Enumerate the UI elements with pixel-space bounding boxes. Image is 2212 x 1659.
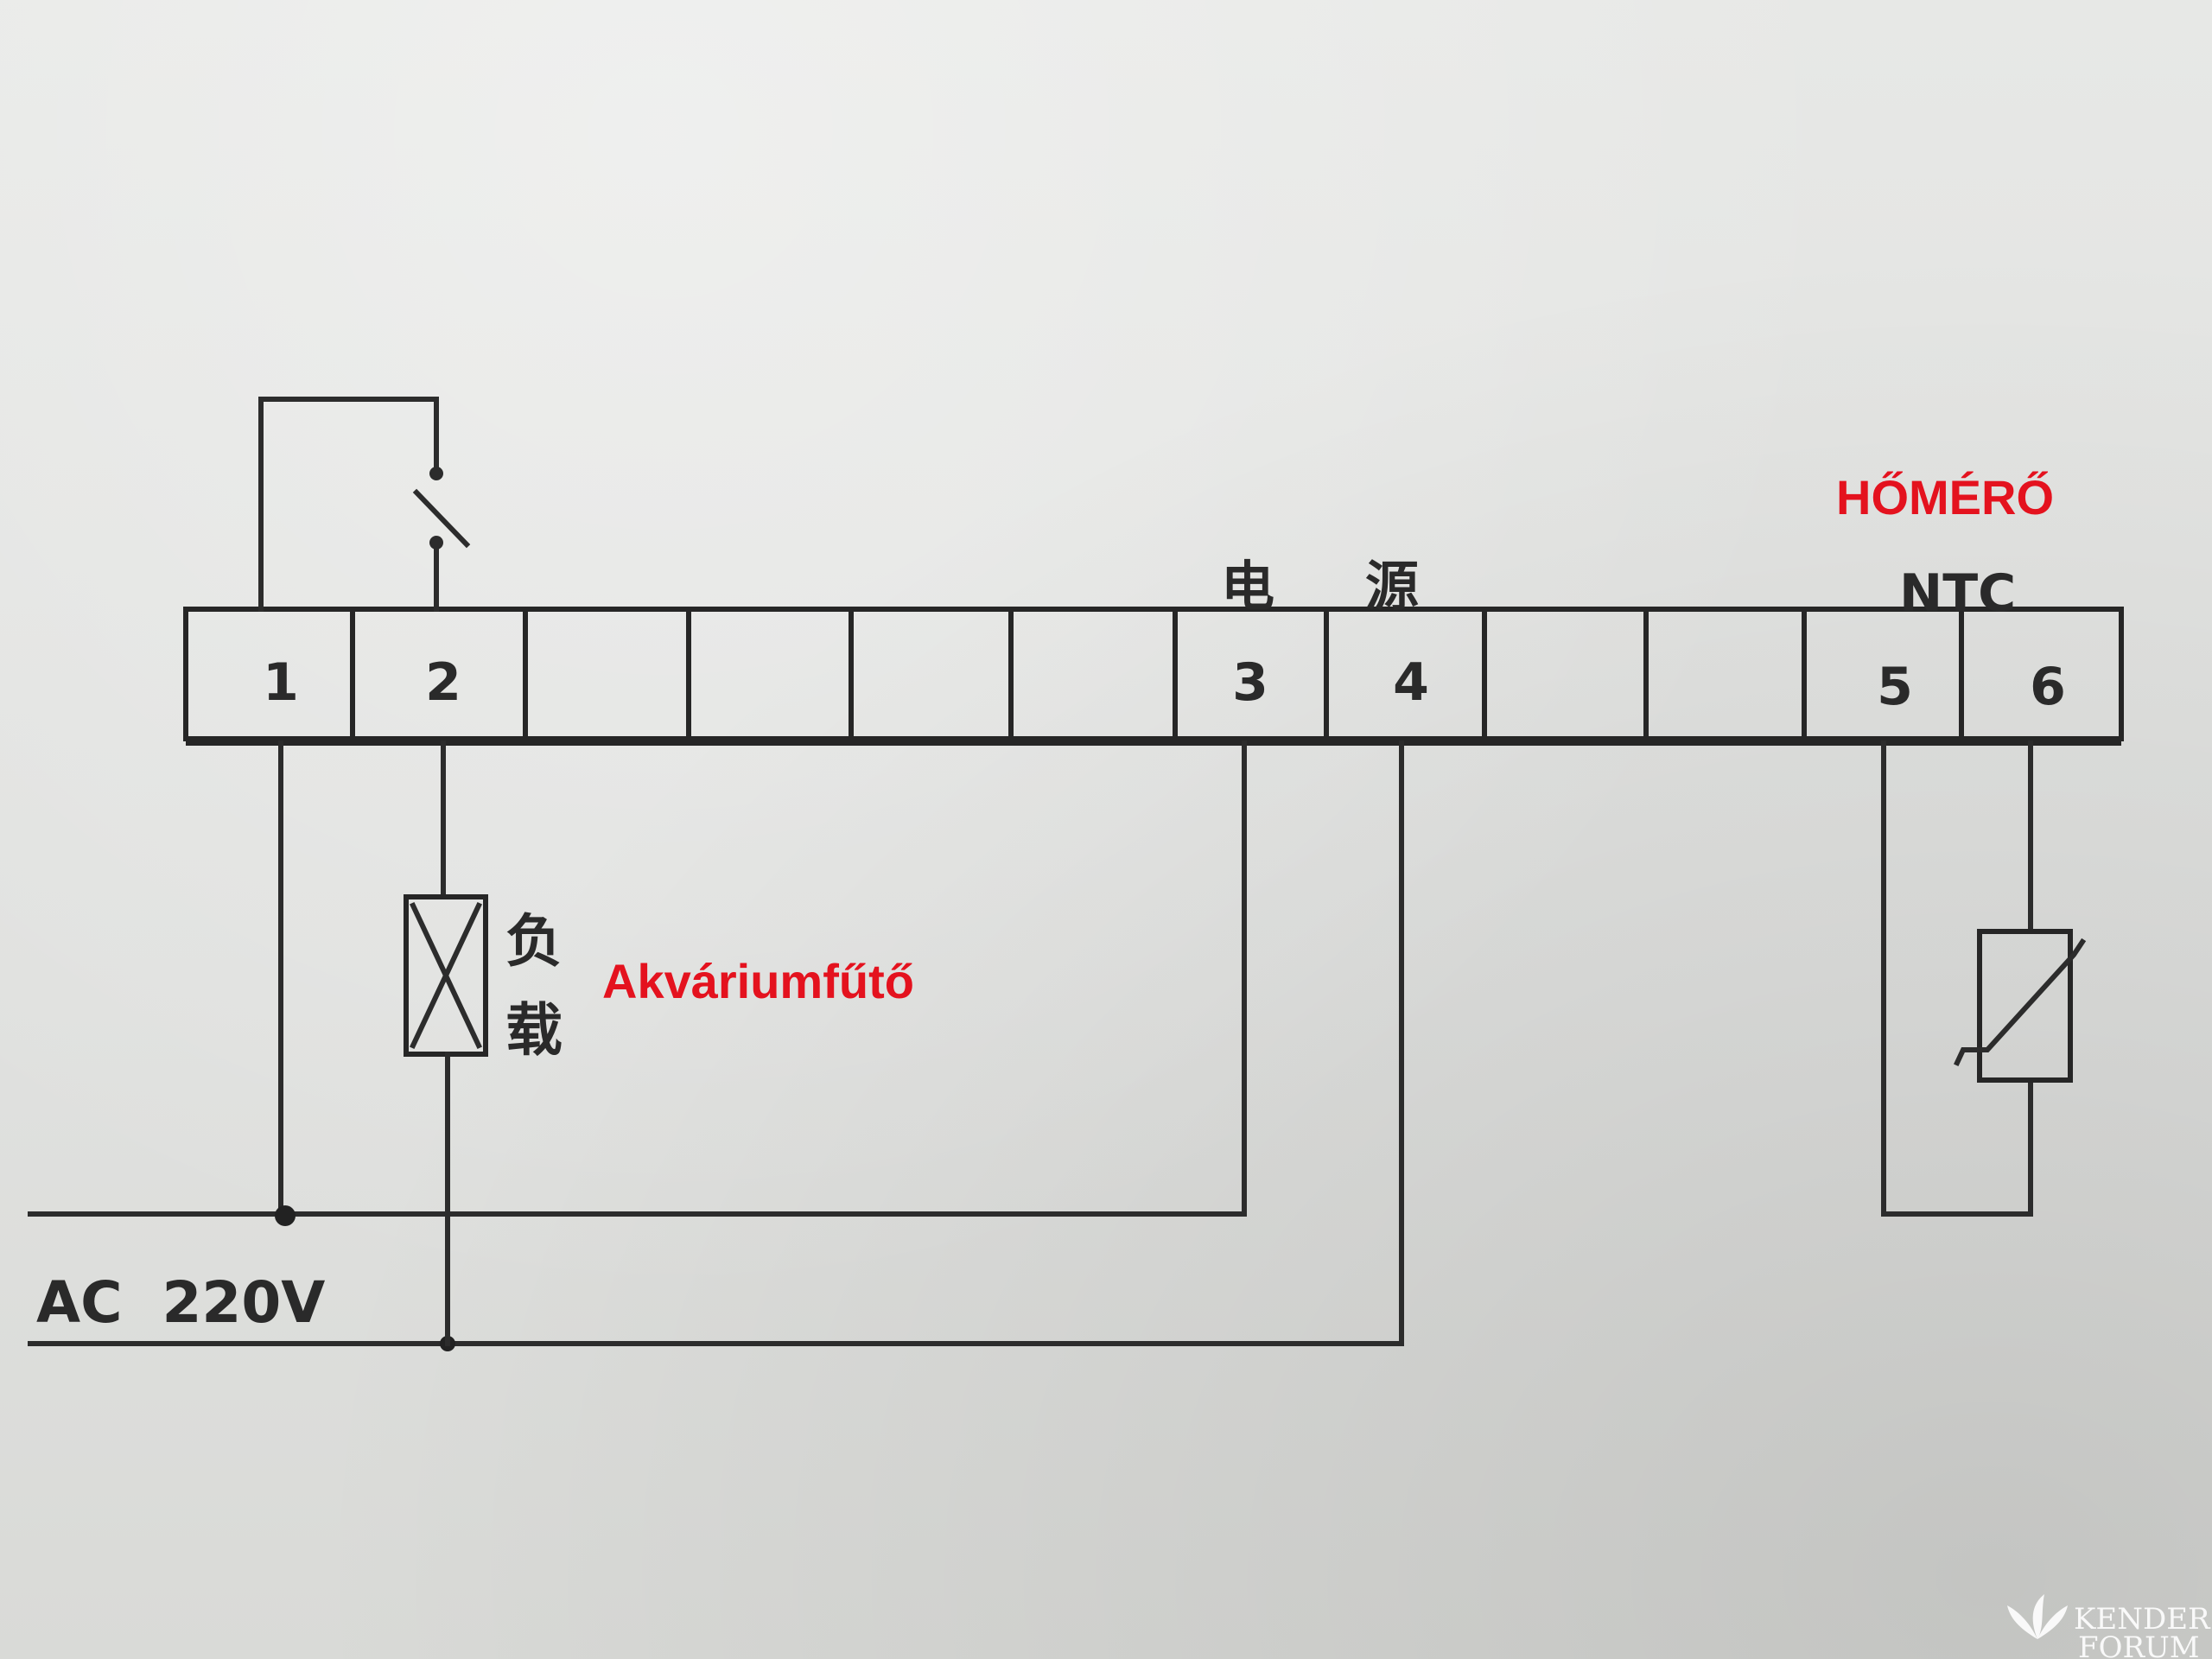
terminal-strip-outline [183, 607, 2124, 741]
terminal-5-number: 5 [1877, 657, 1913, 717]
supply-neutral-wire [28, 741, 1404, 1346]
thermometer-label: HŐMÉRŐ [1836, 470, 2054, 524]
watermark-line-1: KENDER [2074, 1602, 2211, 1637]
heater-label: Akváriumfűtő [602, 954, 914, 1008]
leaf-icon [2007, 1594, 2068, 1639]
ntc-loop-wire [1881, 741, 2033, 1217]
load-label-cn-1: 负 [505, 908, 563, 975]
terminal-numbers: 1 2 3 4 5 6 [263, 652, 2066, 717]
terminal-6-number: 6 [2030, 657, 2066, 717]
terminal-dividers [350, 609, 1964, 743]
supply-voltage-label: AC 220V [36, 1269, 325, 1336]
power-label-cn-1: 电 [1221, 555, 1274, 618]
load-symbol-cross-2 [410, 902, 482, 1049]
ntc-sensor [1881, 741, 2087, 1217]
ntc-label: NTC [1899, 563, 2016, 624]
relay-contact-bottom-node [429, 536, 443, 550]
power-label-cn-2: 源 [1365, 555, 1419, 618]
terminal-strip: 1 2 3 4 5 6 [183, 607, 2124, 746]
ntc-thermistor-slash [1954, 938, 2087, 1066]
relay-contact [258, 397, 471, 612]
watermark-logo: KENDER FORUM [2007, 1594, 2211, 1659]
supply-wiring [28, 741, 1404, 1351]
terminal-3-number: 3 [1232, 652, 1268, 713]
terminal-2-number: 2 [425, 652, 461, 713]
relay-loop-wire [258, 397, 439, 612]
load-label-cn-2: 载 [505, 997, 563, 1064]
watermark-line-2: FORUM [2078, 1630, 2200, 1659]
supply-live-wire [28, 741, 1247, 1217]
load-heater [404, 741, 488, 1346]
junction-node-1 [275, 1205, 296, 1226]
terminal-4-number: 4 [1393, 652, 1429, 713]
relay-switch-blade [412, 488, 471, 549]
relay-contact-top-node [429, 467, 443, 480]
ntc-thermistor-body [1977, 929, 2073, 1083]
terminal-1-number: 1 [263, 652, 299, 713]
